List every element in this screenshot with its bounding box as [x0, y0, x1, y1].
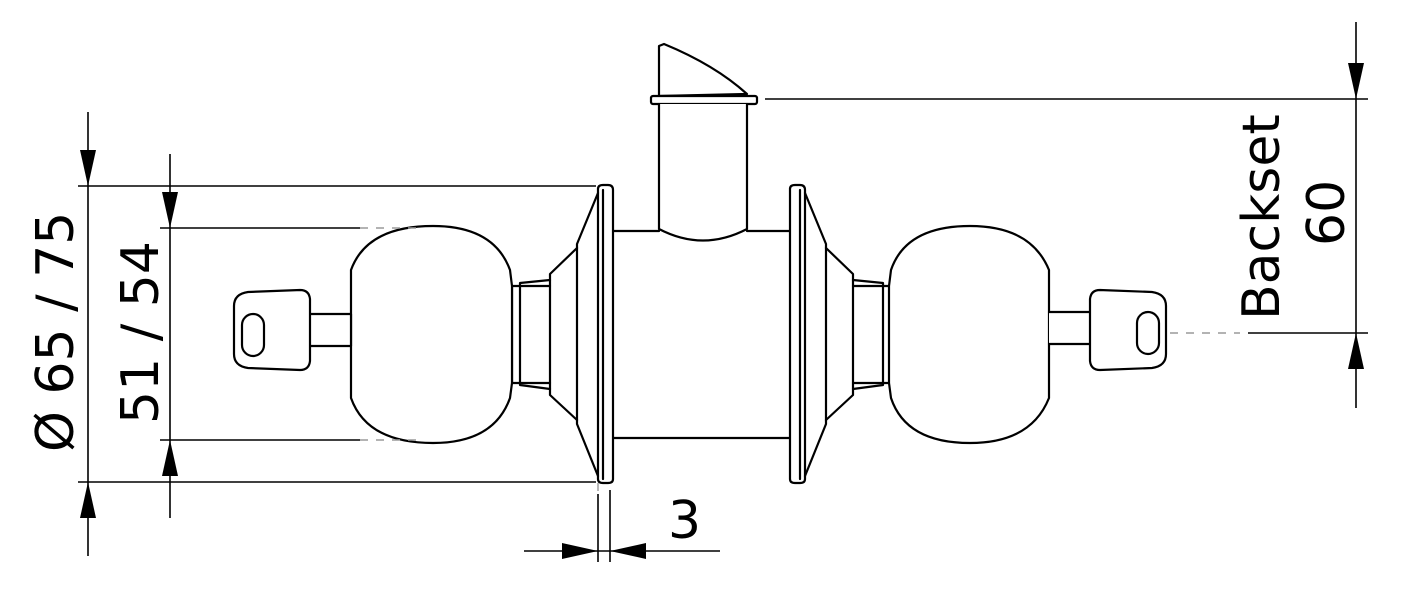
dimension-rose-thickness	[524, 490, 720, 562]
right-key-hole	[1135, 310, 1161, 356]
left-rose-collar	[548, 246, 579, 422]
left-rose-plate	[596, 183, 615, 485]
left-rose-taper	[575, 191, 600, 478]
latch-bolt	[649, 42, 759, 242]
dimension-backset	[765, 22, 1368, 408]
left-key	[232, 288, 353, 372]
right-rose-collar	[824, 246, 855, 422]
backset-value-label: 60	[1297, 180, 1357, 246]
right-rose-plate	[788, 183, 807, 485]
inner-diameter-label: 51 / 54	[111, 241, 171, 424]
backset-word-label: Backset	[1232, 114, 1292, 320]
dimension-outer-diameter	[78, 112, 596, 556]
left-rose	[510, 183, 615, 485]
rose-thickness-label: 3	[668, 491, 701, 551]
right-key-shank	[1047, 310, 1096, 346]
hidden-lines	[360, 227, 1240, 494]
left-key-shank	[306, 312, 353, 348]
right-key-bow	[1088, 288, 1168, 372]
latch-tube	[657, 102, 749, 242]
lock-chassis	[610, 229, 792, 440]
right-rose	[788, 183, 893, 485]
latch-bevel-head	[657, 42, 749, 98]
latch-faceplate	[649, 94, 759, 106]
right-key	[1047, 288, 1168, 372]
right-rose-taper	[803, 191, 828, 478]
left-knob	[349, 224, 514, 445]
left-key-hole	[240, 312, 266, 358]
right-knob	[887, 224, 1051, 445]
dimension-inner-diameter	[160, 154, 360, 518]
outer-diameter-label: Ø 65 / 75	[26, 212, 86, 452]
left-key-bow	[232, 288, 312, 372]
